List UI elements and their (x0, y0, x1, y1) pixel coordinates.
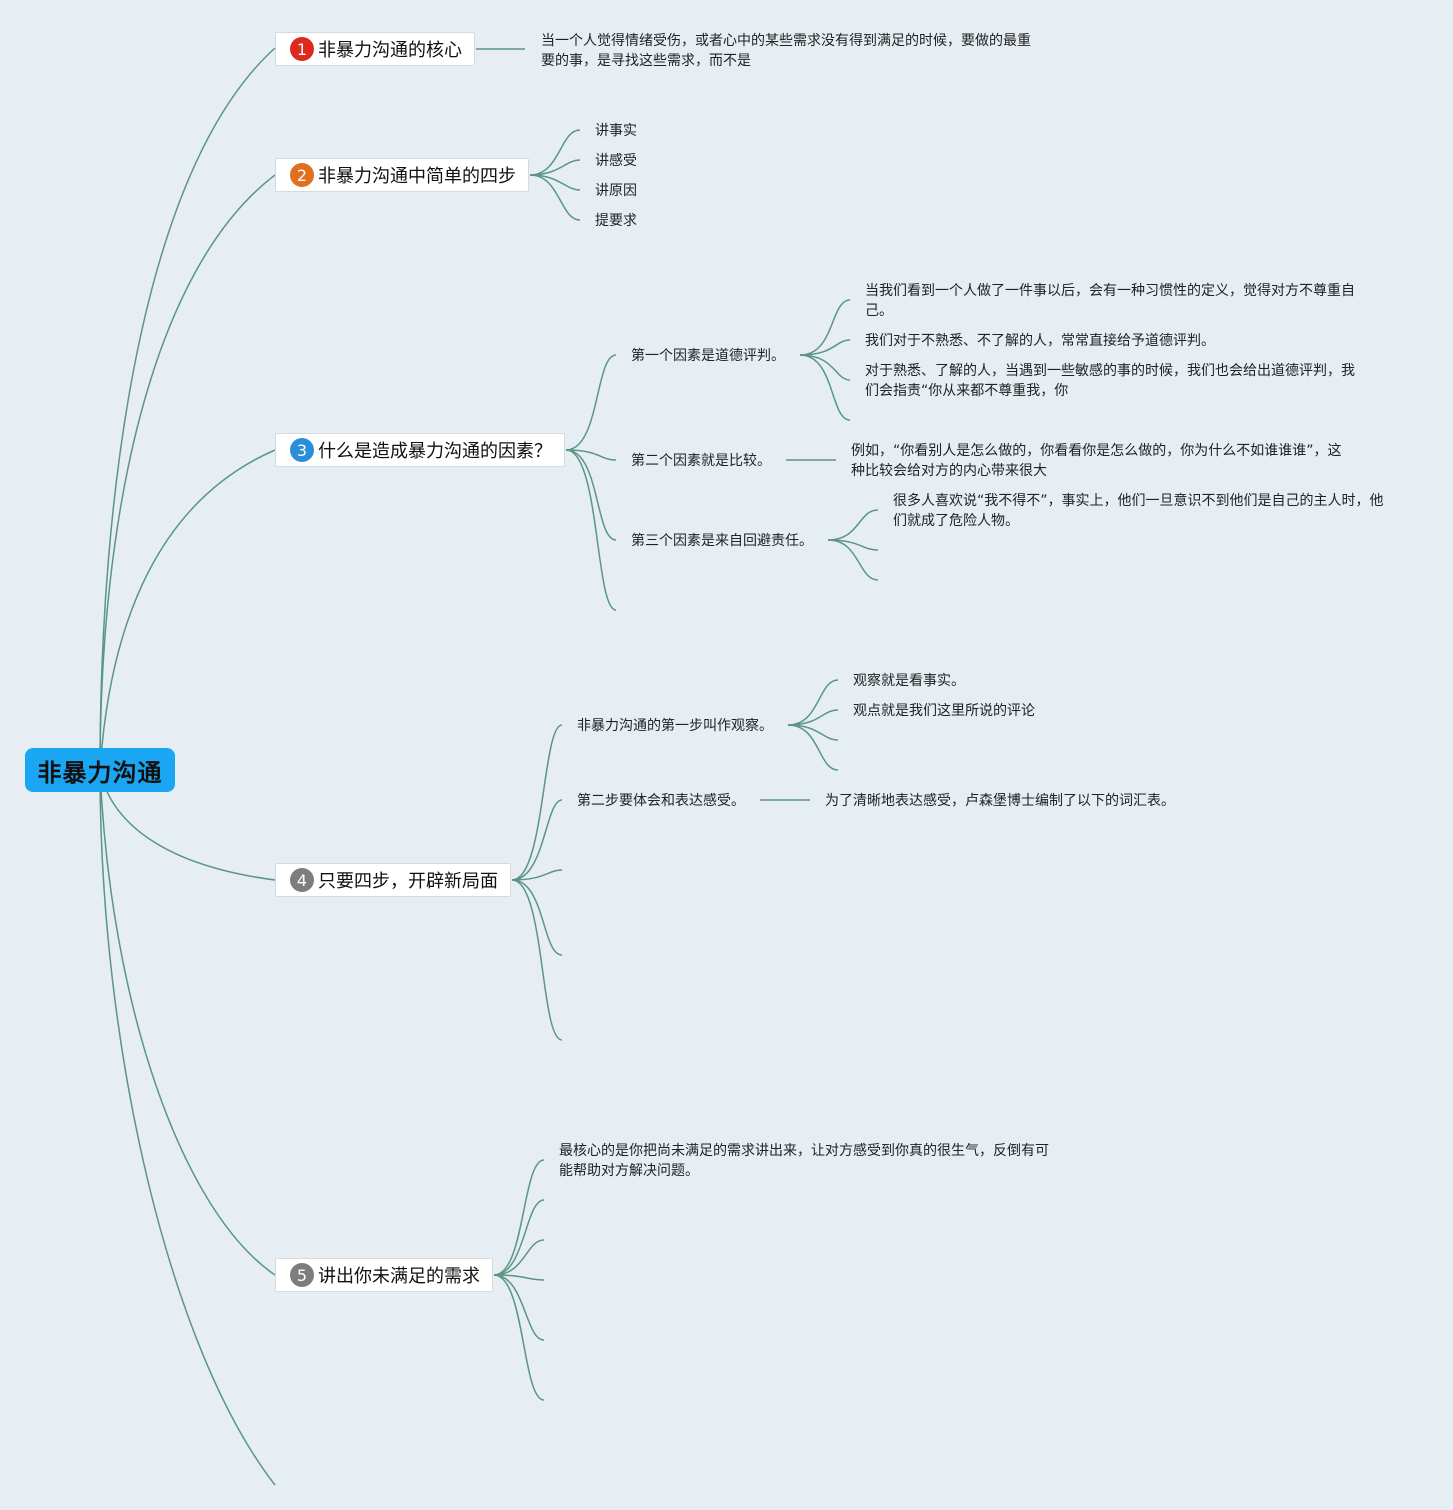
factor-1-detail[interactable]: 当我们看到一个人做了一件事以后，会有一种习惯性的定义，觉得对方不尊重自己。 (865, 283, 1355, 319)
factor-2-detail[interactable]: 例如，“你看别人是怎么做的，你看看你是怎么做的，你为什么不如谁谁谁”，这种比较会… (851, 443, 1342, 479)
step-1-detail[interactable]: 观察就是看事实。 (853, 673, 965, 689)
branch-label: 非暴力沟通的核心 (318, 40, 462, 61)
factor-topic-3[interactable]: 第三个因素是来自回避责任。 (631, 533, 813, 549)
number-badge-1-icon: 1 (290, 37, 314, 61)
step-2-detail[interactable]: 为了清晰地表达感受，卢森堡博士编制了以下的词汇表。 (825, 793, 1175, 809)
branch-topic-1[interactable]: 1 非暴力沟通的核心 (275, 32, 475, 66)
number-badge-5-icon: 5 (290, 1263, 314, 1287)
number-badge-4-icon: 4 (290, 868, 314, 892)
factor-1-detail[interactable]: 我们对于不熟悉、不了解的人，常常直接给予道德评判。 (865, 333, 1215, 349)
branch-topic-2[interactable]: 2 非暴力沟通中简单的四步 (275, 158, 529, 192)
step-item[interactable]: 讲感受 (595, 153, 637, 169)
branch-label: 什么是造成暴力沟通的因素？ (318, 441, 552, 462)
factor-topic-2[interactable]: 第二个因素就是比较。 (631, 453, 771, 469)
branch-topic-5[interactable]: 5 讲出你未满足的需求 (275, 1258, 493, 1292)
step-item[interactable]: 提要求 (595, 213, 637, 229)
number-badge-2-icon: 2 (290, 163, 314, 187)
branch-label: 只要四步，开辟新局面 (318, 871, 498, 892)
factor-1-detail[interactable]: 对于熟悉、了解的人，当遇到一些敏感的事的时候，我们也会给出道德评判，我们会指责“… (865, 363, 1355, 399)
branch-label: 讲出你未满足的需求 (318, 1266, 480, 1287)
branch-5-note[interactable]: 最核心的是你把尚未满足的需求讲出来，让对方感受到你真的很生气，反倒有可能帮助对方… (559, 1143, 1049, 1179)
factor-3-detail[interactable]: 很多人喜欢说“我不得不”，事实上，他们一旦意识不到他们是自己的主人时，他们就成了… (893, 493, 1384, 529)
step-1-detail[interactable]: 观点就是我们这里所说的评论 (853, 703, 1035, 719)
step-topic-2[interactable]: 第二步要体会和表达感受。 (577, 793, 745, 809)
branch-topic-4[interactable]: 4 只要四步，开辟新局面 (275, 863, 511, 897)
step-topic-1[interactable]: 非暴力沟通的第一步叫作观察。 (577, 718, 773, 734)
branch-1-note[interactable]: 当一个人觉得情绪受伤，或者心中的某些需求没有得到满足的时候，要做的最重要的事，是… (541, 33, 1031, 69)
step-item[interactable]: 讲事实 (595, 123, 637, 139)
branch-topic-3[interactable]: 3 什么是造成暴力沟通的因素？ (275, 433, 565, 467)
root-topic[interactable]: 非暴力沟通 (25, 748, 175, 792)
branch-label: 非暴力沟通中简单的四步 (318, 166, 516, 187)
number-badge-3-icon: 3 (290, 438, 314, 462)
step-item[interactable]: 讲原因 (595, 183, 637, 199)
factor-topic-1[interactable]: 第一个因素是道德评判。 (631, 348, 785, 364)
